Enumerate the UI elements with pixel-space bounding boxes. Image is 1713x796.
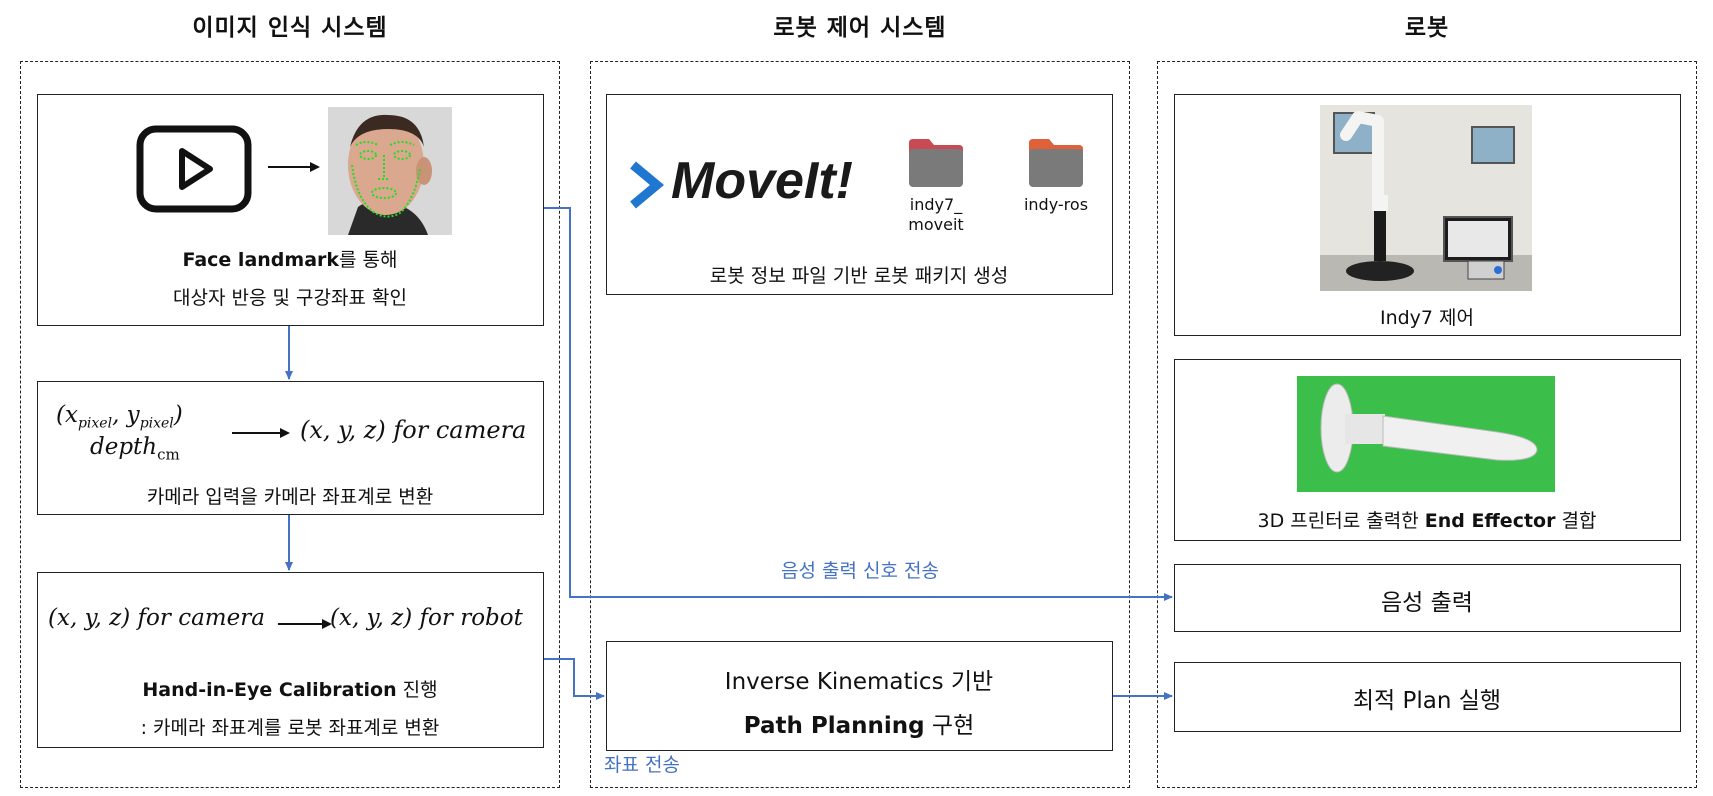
camera-coordinate-box: (xpixel, ypixel) depthcm (x, y, z) for c… — [37, 381, 544, 515]
column-title-image-recognition: 이미지 인식 시스템 — [192, 15, 388, 41]
end-effector-caption: 3D 프린터로 출력한 End Effector 결합 — [1257, 510, 1597, 532]
column-title-robot: 로봇 — [1404, 15, 1450, 41]
arrow-coord-send — [544, 658, 605, 700]
calibration-box: (x, y, z) for camera (x, y, z) for robot… — [37, 572, 544, 748]
depth-value: depthcm — [90, 434, 180, 464]
folder-icon — [1029, 139, 1083, 187]
ik-line1: Inverse Kinematics 기반 — [724, 669, 994, 695]
face-landmark-line2: 대상자 반응 및 구강좌표 확인 — [173, 287, 407, 309]
voice-output-box: 음성 출력 — [1174, 564, 1681, 632]
camera-arrow-icon — [232, 428, 290, 438]
folder1-label-a: indy7_ — [909, 195, 963, 214]
voice-signal-label: 음성 출력 신호 전송 — [781, 560, 939, 582]
path-planning-box: Inverse Kinematics 기반 Path Planning 구현 — [606, 641, 1113, 751]
calib-from: (x, y, z) for camera — [48, 605, 265, 631]
image-recognition-group — [20, 61, 560, 788]
plan-execution-box: 최적 Plan 실행 — [1174, 662, 1681, 732]
face-landmark-rest: 를 통해 — [339, 249, 398, 271]
robot-box: Indy7 제어 — [1174, 94, 1681, 336]
robot-group — [1157, 61, 1697, 788]
moveit-box: MoveIt! indy7_ moveit indy-ros 로봇 정보 파일 … — [606, 94, 1113, 295]
calib-to: (x, y, z) for robot — [330, 605, 523, 631]
folder2-label: indy-ros — [1023, 195, 1089, 214]
voice-output-label: 음성 출력 — [1381, 590, 1473, 616]
robot-caption: Indy7 제어 — [1379, 307, 1475, 329]
pixel-coords: (xpixel, ypixel) — [56, 402, 183, 432]
calibration-line2: : 카메라 좌표계를 로봇 좌표계로 변환 — [140, 717, 440, 739]
moveit-logo-text: MoveIt! — [671, 152, 853, 210]
face-landmark-image — [328, 107, 452, 235]
end-effector-box: 3D 프린터로 출력한 End Effector 결합 — [1174, 359, 1681, 541]
calib-arrow-icon — [278, 619, 332, 629]
video-play-icon — [136, 125, 252, 213]
robot-control-group — [590, 61, 1130, 788]
folder1-label-b: moveit — [908, 215, 964, 234]
folder-icon — [909, 139, 963, 187]
moveit-caption: 로봇 정보 파일 기반 로봇 패키지 생성 — [709, 265, 1009, 287]
coord-send-label: 좌표 전송 — [604, 754, 680, 776]
face-landmark-box: Face landmark를 통해 대상자 반응 및 구강좌표 확인 — [37, 94, 544, 326]
face-landmark-bold: Face landmark — [182, 249, 340, 271]
arrow-right-icon — [268, 162, 320, 172]
camera-caption: 카메라 입력을 카메라 좌표계로 변환 — [146, 486, 434, 508]
ik-line2: Path Planning 구현 — [743, 713, 975, 739]
column-title-robot-control: 로봇 제어 시스템 — [773, 15, 947, 41]
moveit-chevron-icon — [630, 161, 665, 209]
face-landmark-line1: Face landmark를 통해 — [38, 245, 542, 272]
robot-arm-image — [1320, 105, 1532, 291]
end-effector-image — [1297, 376, 1555, 492]
camera-xyz: (x, y, z) for camera — [300, 416, 527, 444]
arrow-voice-signal — [544, 207, 1173, 601]
plan-execution-label: 최적 Plan 실행 — [1352, 688, 1502, 714]
calibration-line1: Hand-in-Eye Calibration 진행 — [142, 679, 438, 701]
